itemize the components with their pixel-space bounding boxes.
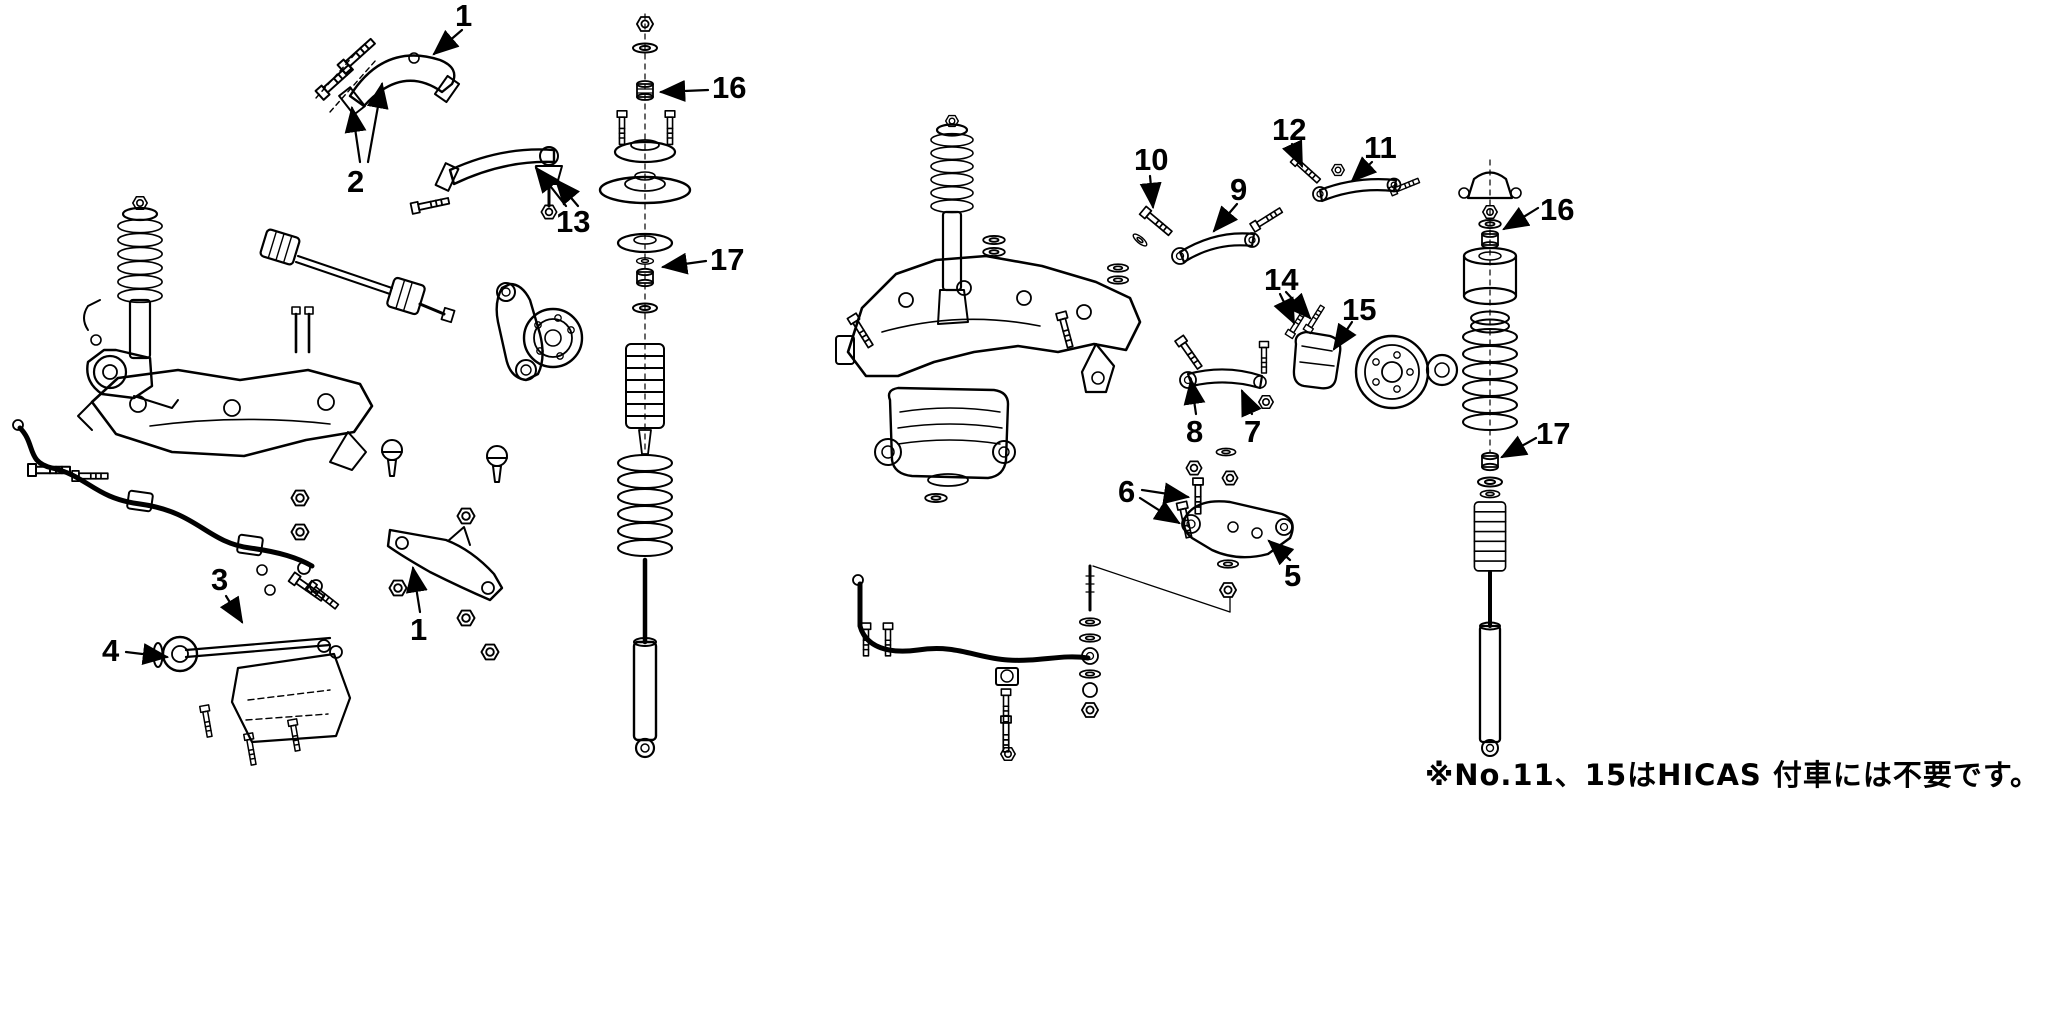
- callout-tension-rod: 3: [211, 562, 229, 597]
- bump-stop-16: [636, 80, 654, 101]
- subframe-mounting-pins: [291, 306, 314, 354]
- coil-spring-icon: [930, 132, 974, 214]
- bolt-icon: [314, 61, 356, 101]
- coil-spring-icon: [117, 218, 163, 304]
- coil-spring-icon: [617, 454, 673, 557]
- callout-front-upper-link: 13: [556, 204, 591, 239]
- front-suspension-assembly: [12, 13, 692, 767]
- bolt-icon: [1174, 334, 1205, 372]
- callout-rear-upper-link-bolt: 10: [1134, 142, 1169, 177]
- callout-rear-lower-arm-bolts: 6: [1118, 474, 1136, 509]
- rear-upper-link-part: [1130, 205, 1285, 265]
- rear-stabilizer-bar: [852, 574, 1091, 762]
- callout-arrows: [124, 28, 1540, 665]
- callout-tension-rod-bushing: 4: [102, 633, 120, 668]
- ball-joint-icon: [486, 445, 508, 483]
- front-upper-control-arm-part: [314, 35, 461, 116]
- callout-front-upper-arm-bolts: 2: [347, 164, 365, 199]
- front-upper-link: [409, 146, 563, 220]
- ball-joint-icon: [381, 439, 403, 477]
- callout-front-bump-stop: 16: [712, 70, 747, 105]
- rear-lower-link-part: [1174, 334, 1274, 410]
- callout-rear-lower-arm: 5: [1284, 558, 1302, 593]
- rear-rotor-hub: [1354, 334, 1459, 410]
- piston-nut-17: [636, 267, 654, 288]
- drive-axle: [259, 228, 456, 324]
- callout-rear-camber-link-bolt: 12: [1272, 112, 1307, 147]
- callout-rear-piston-nut: 17: [1536, 416, 1571, 451]
- rear-stabilizer-link-parts: [1078, 564, 1231, 718]
- hicas-note: ※No.11、15はHICAS 付車には不要です。: [1425, 758, 2040, 792]
- callout-rear-caliper-bolts: 14: [1264, 262, 1299, 297]
- rear-camber-link-part: [1289, 154, 1422, 203]
- coil-spring-icon: [1462, 328, 1518, 431]
- callout-front-lower-arm: 1: [410, 612, 428, 647]
- callout-rear-camber-link: 11: [1364, 130, 1397, 165]
- callout-rear-strut-bushing: 16: [1540, 192, 1575, 227]
- front-subframe: [77, 368, 374, 471]
- diagram-linework: [12, 13, 1540, 767]
- callout-front-piston-nut: 17: [710, 242, 745, 277]
- bushing-16: [1481, 230, 1499, 249]
- bolt-icon: [1192, 477, 1204, 515]
- bolt-icon: [1302, 303, 1327, 335]
- bolt-icon: [1289, 154, 1323, 186]
- dust-boot-icon: [1473, 501, 1507, 572]
- rear-lower-arm-part: [1175, 447, 1294, 598]
- rear-subframe: [835, 235, 1142, 394]
- piston-nut-17-rear: [1481, 451, 1499, 472]
- rear-suspension-assembly: [835, 114, 1522, 762]
- bolt-icon: [1138, 205, 1175, 239]
- front-fastener-nuts: [290, 489, 500, 661]
- callout-rear-upper-link: 9: [1230, 172, 1248, 207]
- rear-strut-exploded: [1458, 159, 1522, 757]
- splash-shield: [198, 652, 352, 767]
- front-knuckle-hub: [495, 282, 584, 382]
- differential: [874, 386, 1016, 503]
- callout-rear-lower-link-bolt: 8: [1186, 414, 1204, 449]
- rear-strut: [930, 114, 974, 325]
- callout-front-upper-control-arm: 1: [455, 0, 473, 33]
- callout-rear-lower-link: 7: [1244, 414, 1262, 449]
- front-strut-exploded: [598, 13, 692, 759]
- front-strut-knuckle: [83, 195, 179, 409]
- callout-rear-brake-caliper: 15: [1342, 292, 1377, 327]
- bolt-icon: [409, 194, 451, 215]
- rear-brake-caliper-part: [1284, 303, 1342, 390]
- front-lower-arm-part: [386, 526, 504, 602]
